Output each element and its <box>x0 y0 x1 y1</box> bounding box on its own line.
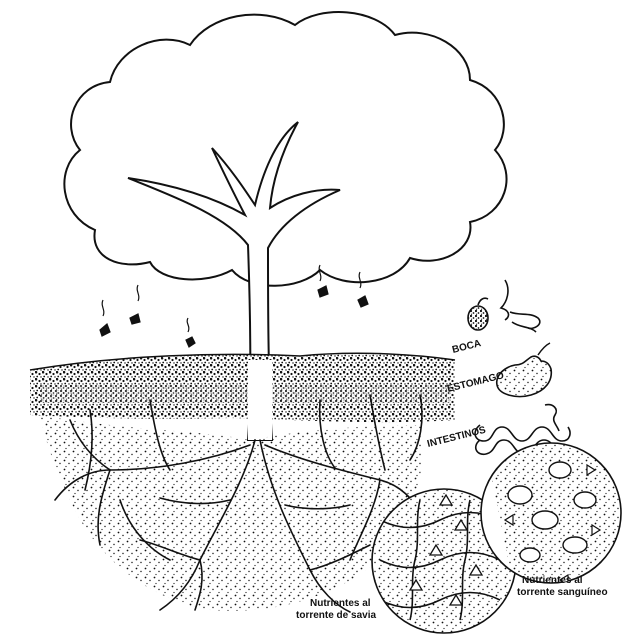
falling-leaves <box>100 265 368 347</box>
stomach-drawing <box>497 356 552 396</box>
label-nutrientes-sangre-2: torrente sanguíneo <box>517 587 608 598</box>
intestine-magnified-circle <box>481 442 630 585</box>
label-nutrientes-sangre-1: Nutrientes al <box>522 575 583 586</box>
trunk-base <box>248 360 272 440</box>
soil-dense-band <box>40 385 450 403</box>
label-boca: BOCA <box>451 338 482 356</box>
mouth-drawing <box>468 280 540 332</box>
root-zone <box>40 415 423 611</box>
label-nutrientes-savia-2: torrente de savia <box>296 610 376 621</box>
label-intestinos: INTESTINOS <box>426 425 487 450</box>
label-nutrientes-savia-1: Nutrientes al <box>310 598 371 609</box>
